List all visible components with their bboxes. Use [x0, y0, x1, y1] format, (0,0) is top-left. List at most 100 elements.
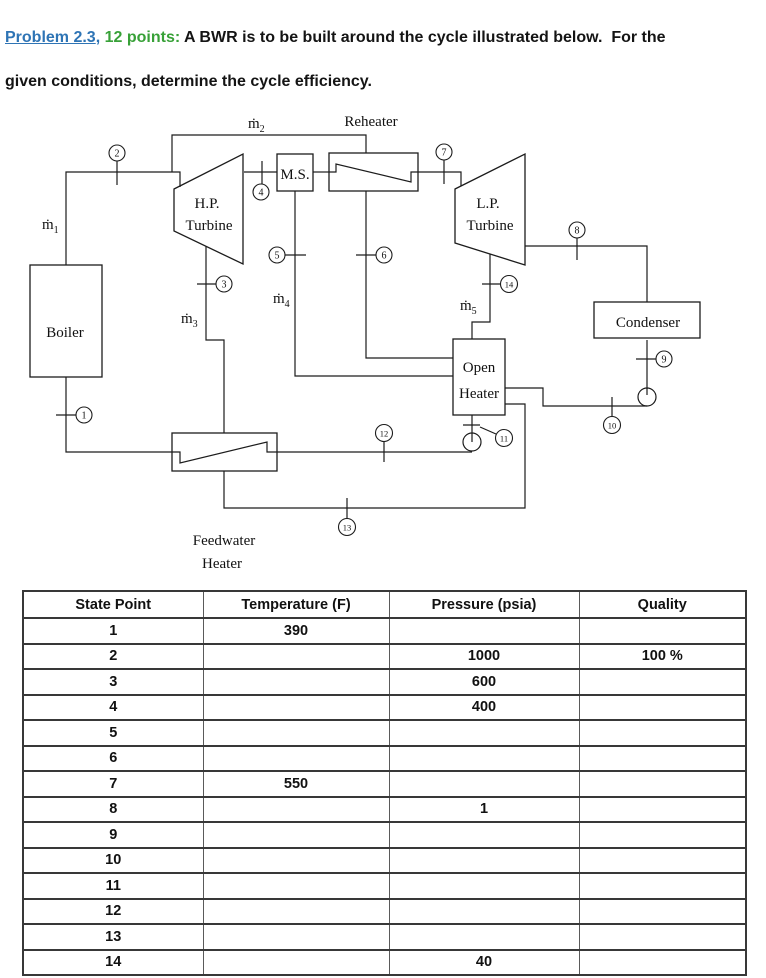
- cell-quality: 100 %: [579, 643, 746, 670]
- state-point-12-label: 12: [380, 429, 389, 439]
- state-point-14: 14: [499, 274, 519, 294]
- state-point-table: State Point Temperature (F) Pressure (ps…: [22, 590, 747, 976]
- pipe-m2-extraction: [171, 134, 367, 172]
- state-point-3-label: 3: [222, 280, 227, 291]
- cell-pressure: 600: [389, 669, 580, 696]
- cell-state-point: 3: [23, 669, 204, 696]
- state-point-11-label: 11: [500, 434, 508, 444]
- condenser-box: [593, 301, 701, 339]
- cell-pressure: [389, 898, 580, 925]
- pipe-ms-drain: [294, 191, 453, 377]
- cell-pressure: [389, 873, 580, 900]
- flow-m2-base: ṁ: [248, 116, 260, 132]
- table-header-row: State Point Temperature (F) Pressure (ps…: [23, 591, 746, 619]
- feedwater-heater-coil: [172, 441, 277, 464]
- state-point-12: 12: [374, 423, 394, 443]
- cell-temperature: [203, 847, 390, 874]
- boiler-box: [29, 264, 103, 378]
- cell-pressure: 1000: [389, 643, 580, 670]
- table-row: 3 600: [23, 669, 746, 696]
- flow-label-m1: ṁ1: [42, 217, 59, 236]
- problem-number-link[interactable]: Problem 2.3: [5, 29, 96, 46]
- boiler-label: Boiler: [46, 325, 84, 341]
- state-point-13-label: 13: [343, 523, 352, 533]
- state-point-4-label: 4: [259, 188, 264, 199]
- pipe-feedwater-line: [65, 377, 472, 453]
- feedwater-heater-label-line2: Heater: [202, 556, 242, 572]
- cell-temperature: [203, 720, 390, 747]
- cell-quality: [579, 822, 746, 849]
- hp-turbine-label-line2: Turbine: [186, 218, 233, 234]
- open-heater-box: [452, 338, 506, 416]
- table-row: 11: [23, 873, 746, 900]
- state-point-7: 7: [435, 143, 453, 161]
- cell-quality: [579, 796, 746, 823]
- cell-temperature: [203, 949, 390, 975]
- table-row: 12: [23, 898, 746, 925]
- cell-quality: [579, 924, 746, 951]
- flow-m5-sub: 5: [472, 306, 477, 317]
- table-row: 6: [23, 745, 746, 772]
- cell-temperature: [203, 694, 390, 721]
- cell-temperature: [203, 669, 390, 696]
- state-point-5: 5: [268, 246, 286, 264]
- hp-turbine-shape: [173, 152, 244, 266]
- cell-quality: [579, 720, 746, 747]
- cell-quality: [579, 950, 746, 976]
- points-value: 12 points:: [100, 29, 181, 46]
- state-point-5-label: 5: [275, 251, 280, 262]
- flow-m4-base: ṁ: [273, 291, 285, 307]
- pipe-hp-extraction: [205, 246, 225, 433]
- reheater-label: Reheater: [344, 114, 397, 130]
- pipe-boiler-to-hp-turbine: [65, 171, 181, 265]
- cell-temperature: [203, 745, 390, 772]
- pipe-reheater-drain: [365, 191, 453, 359]
- state-point-1: 1: [75, 406, 93, 424]
- state-point-6-label: 6: [382, 251, 387, 262]
- cell-pressure: [389, 720, 580, 747]
- cell-temperature: [203, 898, 390, 925]
- header-pressure: Pressure (psia): [389, 591, 580, 619]
- header-state-point: State Point: [23, 591, 204, 619]
- state-point-10-label: 10: [608, 421, 617, 431]
- cell-pressure: [389, 847, 580, 874]
- problem-statement: Problem 2.3, 12 points: A BWR is to be b…: [5, 16, 737, 104]
- pipe-lp-to-condenser: [525, 245, 648, 302]
- state-point-10: 10: [602, 415, 622, 435]
- cell-state-point: 5: [23, 720, 204, 747]
- reheater-coil: [329, 163, 418, 183]
- flow-m4-sub: 4: [285, 299, 290, 310]
- state-point-11: 11: [494, 428, 514, 448]
- state-point-13: 13: [337, 517, 357, 537]
- flow-m1-base: ṁ: [42, 217, 54, 233]
- cell-state-point: 13: [23, 924, 204, 951]
- state-point-9-label: 9: [662, 355, 667, 366]
- header-temperature: Temperature (F): [203, 591, 390, 619]
- flow-label-m2: ṁ2: [248, 116, 265, 135]
- cell-quality: [579, 618, 746, 645]
- cell-state-point: 12: [23, 898, 204, 925]
- lp-turbine-label-line1: L.P.: [476, 196, 499, 212]
- cell-quality: [579, 847, 746, 874]
- cell-quality: [579, 745, 746, 772]
- condenser-label: Condenser: [616, 315, 680, 331]
- flow-m3-sub: 3: [193, 319, 198, 330]
- flow-label-m5: ṁ5: [460, 298, 477, 317]
- cell-state-point: 14: [23, 949, 204, 975]
- flow-m2-sub: 2: [260, 124, 265, 135]
- table-row: 10: [23, 847, 746, 874]
- flow-m3-base: ṁ: [181, 311, 193, 327]
- state-point-2-label: 2: [115, 149, 120, 160]
- cell-quality: [579, 669, 746, 696]
- open-heater-label-line2: Heater: [459, 386, 499, 402]
- cell-state-point: 11: [23, 873, 204, 900]
- reheater-box: [328, 152, 419, 192]
- cell-state-point: 2: [23, 643, 204, 670]
- pipe-open-heater-drain-loop: [223, 403, 526, 509]
- feedwater-pump: [462, 432, 482, 452]
- cell-state-point: 8: [23, 796, 204, 823]
